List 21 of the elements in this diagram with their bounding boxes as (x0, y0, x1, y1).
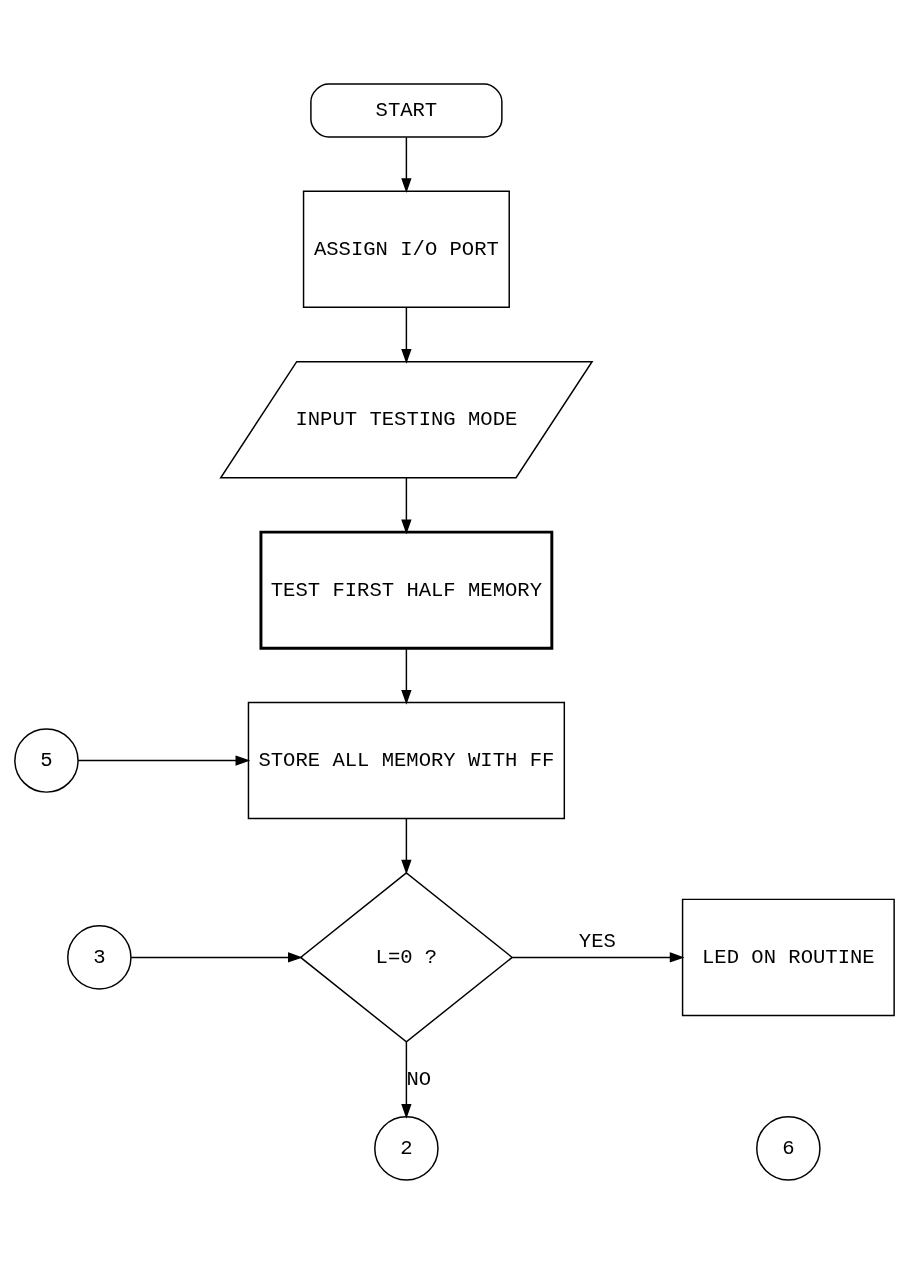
arrow (400, 817, 412, 874)
edge-label: YES (578, 929, 616, 953)
arrow (400, 306, 412, 364)
arrow (400, 647, 412, 705)
arrow (400, 476, 412, 534)
node-diamond: L=0 ? (298, 871, 513, 1043)
node-circle: 3 (66, 924, 132, 990)
node-box: TEST FIRST HALF MEMORY (258, 530, 553, 650)
edge-label: NO (406, 1067, 431, 1091)
node-circle: 5 (13, 727, 79, 793)
node-circle: 6 (755, 1115, 821, 1181)
arrow (400, 1040, 412, 1119)
node-box: ASSIGN I/O PORT (302, 190, 510, 308)
node-box: STORE ALL MEMORY WITH FF (247, 701, 565, 819)
arrow (129, 951, 303, 963)
arrow (400, 136, 412, 193)
arrow (76, 754, 250, 766)
arrow (511, 951, 684, 963)
node-circle: 2 (373, 1115, 439, 1181)
node-box: LED ON ROUTINE (681, 898, 895, 1016)
node-box: START (309, 82, 503, 138)
